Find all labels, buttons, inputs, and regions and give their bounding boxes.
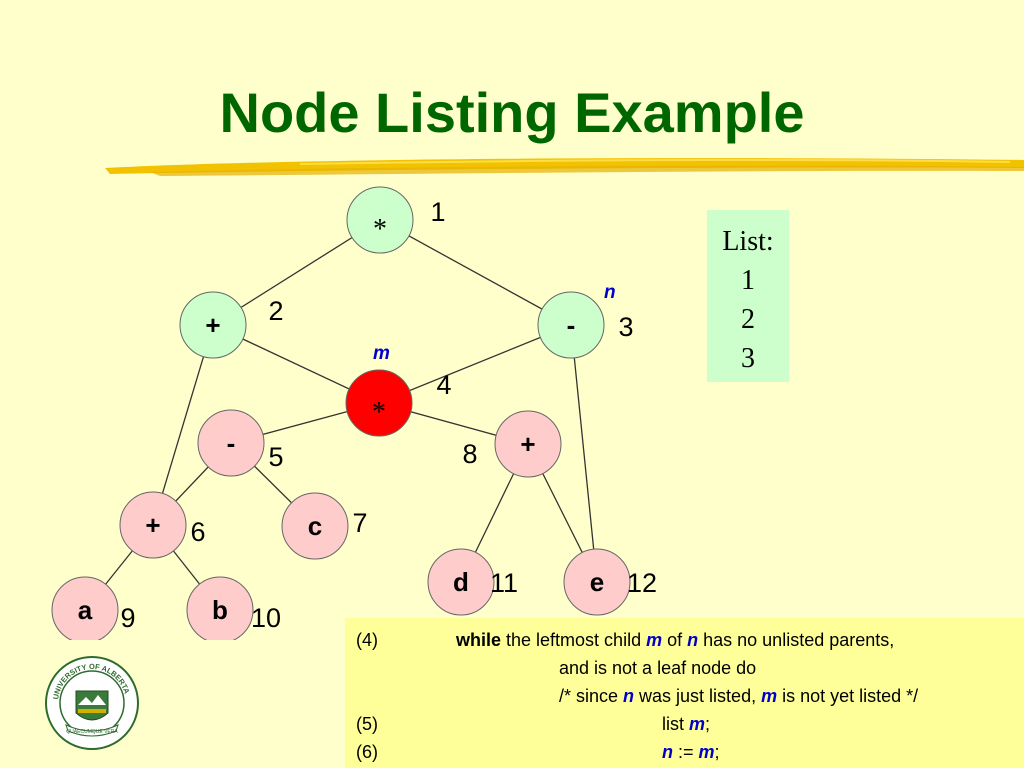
code-text: was just listed, xyxy=(634,686,762,706)
node-symbol: + xyxy=(145,510,160,540)
var-m: m xyxy=(689,714,706,734)
node-number-label: 9 xyxy=(120,603,135,633)
node-circle xyxy=(281,492,349,560)
nodes: * + - * - + c + a b d e xyxy=(51,186,631,640)
list-item: 3 xyxy=(741,343,755,374)
line-number: (4) xyxy=(356,630,378,650)
node-symbol: + xyxy=(205,310,220,340)
node-number-label: 1 xyxy=(430,197,445,227)
node-number-label: 3 xyxy=(618,312,633,342)
code-text: /* since xyxy=(559,686,624,706)
node-2: + xyxy=(179,291,247,359)
node-number-label: 7 xyxy=(352,508,367,538)
var-m: m xyxy=(646,630,663,650)
node-number-label: 11 xyxy=(490,568,518,598)
node-number-label: 5 xyxy=(268,442,283,472)
node-symbol: + xyxy=(520,429,535,459)
node-number-label: 10 xyxy=(251,603,281,633)
line-number: (5) xyxy=(356,714,378,734)
code-text: of xyxy=(662,630,688,650)
code-line-4-cont: and is not a leaf node do xyxy=(559,658,756,679)
node-circle xyxy=(537,291,605,359)
var-m: m xyxy=(698,742,715,762)
code-line-4: (4) while the leftmost child m of n has … xyxy=(356,630,894,651)
code-text: := xyxy=(673,742,699,762)
edge-3-12 xyxy=(570,324,598,583)
node-number-label: 6 xyxy=(190,517,205,547)
pointer-n-label: n xyxy=(604,282,616,303)
node-circle xyxy=(345,369,413,437)
node-symbol: c xyxy=(308,511,322,541)
line-number: (6) xyxy=(356,742,378,762)
node-circle xyxy=(179,291,247,359)
node-3: - xyxy=(537,291,605,359)
node-symbol: - xyxy=(227,428,236,458)
node-circle xyxy=(563,548,631,616)
node-5: - xyxy=(197,409,265,477)
code-line-6: (6) n := m; xyxy=(356,742,720,763)
code-text: the leftmost child xyxy=(501,630,647,650)
node-circle xyxy=(197,409,265,477)
node-11: d xyxy=(427,548,495,616)
node-8: + xyxy=(494,410,562,478)
pointer-m-label: m xyxy=(373,343,390,364)
code-text: is not yet listed */ xyxy=(777,686,919,706)
edge-1-3 xyxy=(379,219,572,326)
node-symbol: * xyxy=(372,397,386,428)
list-item: 1 xyxy=(741,265,755,296)
node-number-label: 4 xyxy=(436,370,451,400)
node-9: a xyxy=(51,576,119,640)
node-circle xyxy=(494,410,562,478)
node-symbol: * xyxy=(373,214,387,245)
code-line-5: (5) list m; xyxy=(356,714,710,735)
node-symbol: d xyxy=(453,567,469,597)
slide-title: Node Listing Example xyxy=(219,81,805,144)
node-1: * xyxy=(346,186,414,254)
var-n: n xyxy=(662,742,673,762)
node-symbol: - xyxy=(567,310,576,340)
node-circle xyxy=(51,576,119,640)
node-number-label: 12 xyxy=(627,568,657,598)
svg-text:QUAECUMQUE VERA: QUAECUMQUE VERA xyxy=(66,729,118,735)
code-text: and is not a leaf node do xyxy=(559,658,757,678)
node-number-label: 2 xyxy=(268,296,283,326)
node-7: c xyxy=(281,492,349,560)
list-heading: List: xyxy=(722,226,774,257)
code-text: ; xyxy=(705,714,711,734)
node-circle xyxy=(427,548,495,616)
node-4: * xyxy=(345,369,413,437)
node-symbol: e xyxy=(590,567,604,597)
var-n: n xyxy=(687,630,699,650)
list-box: List: 1 2 3 xyxy=(707,210,789,382)
edge-2-6 xyxy=(152,324,214,526)
code-text: list xyxy=(662,714,689,734)
var-m: m xyxy=(761,686,778,706)
edge-3-4 xyxy=(378,324,572,404)
node-number-label: 8 xyxy=(462,439,477,469)
node-circle xyxy=(186,576,254,640)
node-6: + xyxy=(119,491,187,559)
university-of-alberta-logo: UNIVERSITY OF ALBERTA QUAECUMQUE VERA xyxy=(45,656,139,750)
node-12: e xyxy=(563,548,631,616)
var-n: n xyxy=(623,686,635,706)
pseudocode-box: (4) while the leftmost child m of n has … xyxy=(345,618,1024,768)
node-circle xyxy=(119,491,187,559)
title-underline-brush xyxy=(105,158,1024,176)
node-symbol: b xyxy=(212,595,228,625)
while-keyword: while xyxy=(456,630,502,650)
code-comment: /* since n was just listed, m is not yet… xyxy=(559,686,918,707)
code-text: has no unlisted parents, xyxy=(698,630,895,650)
node-10: b xyxy=(186,576,254,640)
node-circle xyxy=(346,186,414,254)
list-item: 2 xyxy=(741,304,755,335)
node-symbol: a xyxy=(78,595,93,625)
code-text: ; xyxy=(714,742,720,762)
